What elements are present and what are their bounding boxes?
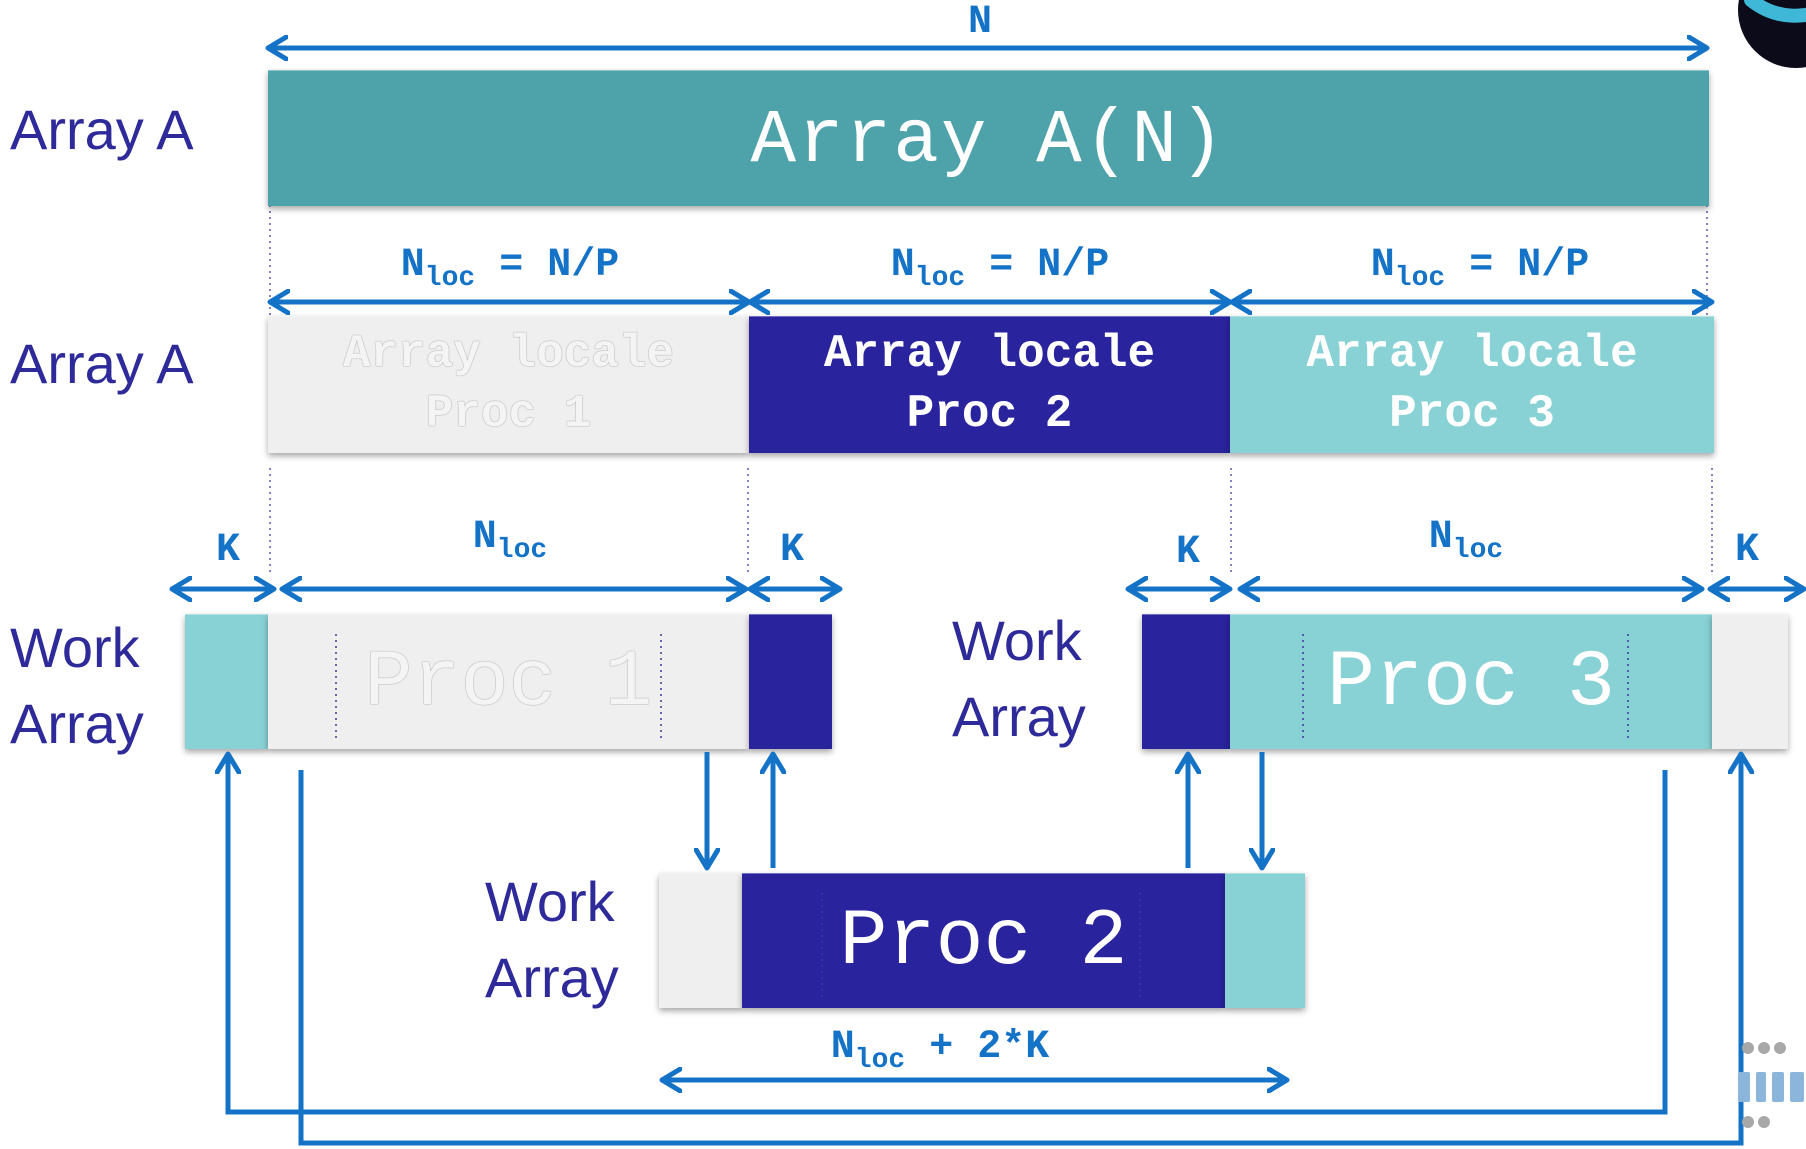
label-work-array-3-line2: Array xyxy=(952,685,1086,748)
dim-nloc-eq-2-rest: = N/P xyxy=(965,243,1110,288)
local-array-proc2: Array locale Proc 2 xyxy=(749,316,1230,453)
dim-nloc-1-base: N xyxy=(472,515,497,560)
work1-core-text: Proc 1 xyxy=(364,638,653,729)
work2-halo-right xyxy=(1225,873,1305,1008)
dim-nloc-eq-3-rest: = N/P xyxy=(1445,243,1590,288)
label-work-array-2: Work Array xyxy=(485,864,619,1016)
label-work-array-1: Work Array xyxy=(10,610,144,762)
dim-k-2: K xyxy=(779,528,804,573)
label-array-a-mid: Array A xyxy=(10,332,194,395)
decorative-logo-icon xyxy=(1738,0,1806,68)
dim-nloc-eq-1-rest: = N/P xyxy=(475,243,620,288)
dim-nloc-eq-1: Nloc = N/P xyxy=(360,243,660,294)
label-work-array-3-line1: Work xyxy=(952,609,1082,672)
dim-nloc-eq-3-sub: loc xyxy=(1394,263,1446,294)
label-work-array-1-line2: Array xyxy=(10,692,144,755)
label-work-array-2-line1: Work xyxy=(485,870,615,933)
dim-nloc-eq-2-sub: loc xyxy=(914,263,966,294)
local-array-proc3: Array locale Proc 3 xyxy=(1230,316,1714,453)
work1-core: Proc 1 xyxy=(268,614,749,749)
work3-core: Proc 3 xyxy=(1230,614,1712,749)
dim-nloc-2: Nloc xyxy=(1376,515,1556,566)
dim-nloc-2-sub: loc xyxy=(1452,535,1504,566)
dim-nloc-eq-3-base: N xyxy=(1370,243,1395,288)
label-work-array-3: Work Array xyxy=(952,603,1086,755)
dim-nloc-eq-3: Nloc = N/P xyxy=(1330,243,1630,294)
work2-core: Proc 2 xyxy=(742,873,1225,1008)
local-array-proc3-line2: Proc 3 xyxy=(1389,388,1555,440)
local-array-proc1-line2: Proc 1 xyxy=(425,388,592,440)
label-work-array-2-line2: Array xyxy=(485,946,619,1009)
dim-nloc-2k-rest: + 2*K xyxy=(905,1025,1050,1070)
label-work-array-1-line1: Work xyxy=(10,616,140,679)
dim-k-1: K xyxy=(215,528,240,573)
dim-nloc-eq-1-base: N xyxy=(400,243,425,288)
work3-core-text: Proc 3 xyxy=(1326,638,1616,729)
arrow-wrap-proc1-to-proc3 xyxy=(298,756,1741,1146)
local-array-proc2-line2: Proc 2 xyxy=(906,388,1073,440)
work3-halo-left xyxy=(1142,614,1230,749)
dim-nloc-1-sub: loc xyxy=(496,535,548,566)
dim-nloc-2-base: N xyxy=(1428,515,1453,560)
work2-halo-left xyxy=(659,873,742,1008)
cineca-logo-icon xyxy=(1738,1042,1804,1128)
local-array-proc1: Array locale Proc 1 xyxy=(268,316,749,453)
local-array-proc2-line1: Array locale xyxy=(823,328,1156,380)
array-a-n-text: Array A(N) xyxy=(750,98,1227,184)
dim-nloc-eq-1-sub: loc xyxy=(424,263,476,294)
dim-nloc-2k-base: N xyxy=(830,1025,855,1070)
dim-k-4: K xyxy=(1734,528,1759,573)
dim-nloc-eq-2-base: N xyxy=(890,243,915,288)
local-array-proc1-line1: Array locale xyxy=(342,328,675,380)
label-array-a-top: Array A xyxy=(10,98,194,161)
work1-halo-right xyxy=(749,614,832,749)
work3-halo-right xyxy=(1712,614,1788,749)
local-array-proc3-line1: Array locale xyxy=(1306,328,1638,380)
work1-halo-left xyxy=(185,614,268,749)
dim-nloc-eq-2: Nloc = N/P xyxy=(850,243,1150,294)
dim-nloc-1: Nloc xyxy=(420,515,600,566)
work2-core-text: Proc 2 xyxy=(839,897,1128,988)
array-a-n-block: Array A(N) xyxy=(268,70,1709,206)
arrow-wrap-proc3-to-proc1 xyxy=(228,756,1668,1115)
dim-k-3: K xyxy=(1175,530,1200,575)
